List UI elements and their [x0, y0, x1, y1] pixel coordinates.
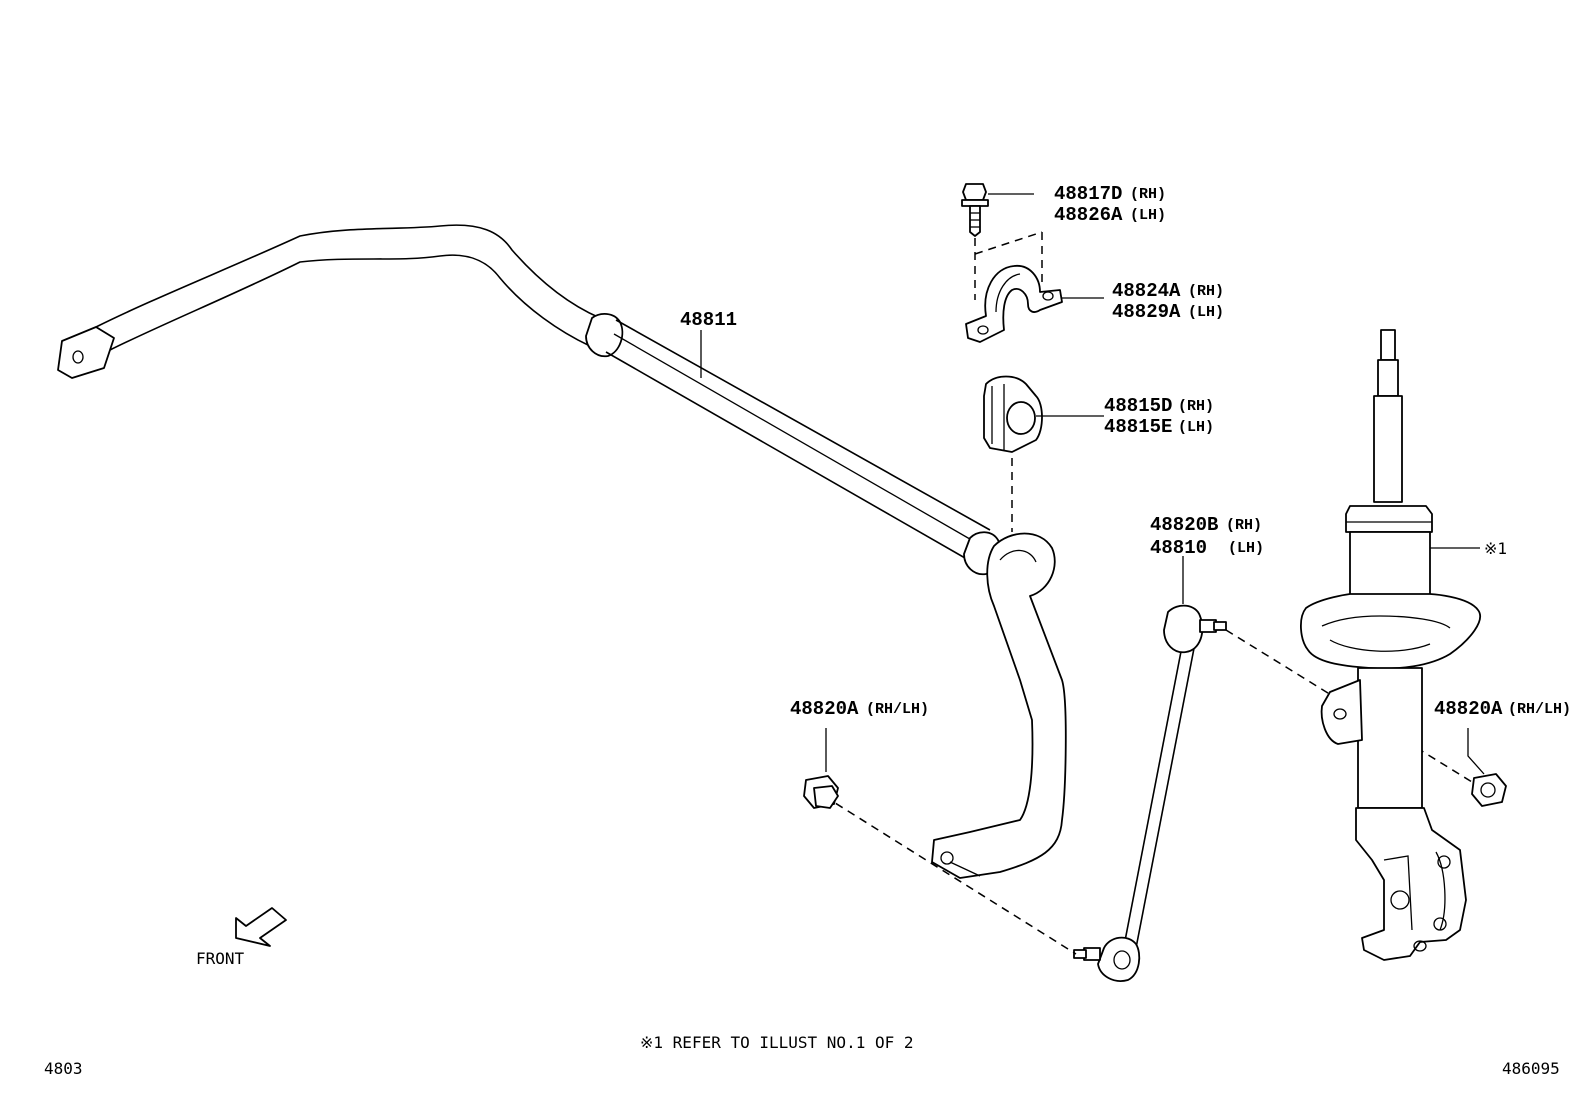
- front-label: FRONT: [196, 949, 245, 968]
- label-48820a-left-side: (RH/LH): [866, 701, 929, 718]
- bushing-48815d-48815e[interactable]: [983, 375, 1043, 453]
- label-48826a-side: (LH): [1130, 207, 1166, 224]
- label-48815d: 48815D: [1104, 395, 1172, 417]
- footer-left-code: 4803: [44, 1059, 83, 1078]
- label-48824a: 48824A: [1112, 280, 1181, 302]
- label-48820a-right: 48820A: [1434, 698, 1503, 720]
- label-48820b: 48820B: [1150, 514, 1218, 536]
- nut-48820a-left[interactable]: [803, 775, 839, 809]
- label-48811: 48811: [680, 309, 737, 331]
- label-48820a-left: 48820A: [790, 698, 859, 720]
- label-48815e-side: (LH): [1178, 419, 1214, 436]
- bracket-48824a-48829a[interactable]: [965, 265, 1063, 343]
- label-strut-ref: ※1: [1484, 539, 1507, 558]
- label-48820a-right-side: (RH/LH): [1508, 701, 1571, 718]
- label-48817d: 48817D: [1054, 183, 1122, 205]
- footer-note: ※1 REFER TO ILLUST NO.1 OF 2: [640, 1033, 914, 1052]
- label-48826a: 48826A: [1054, 204, 1123, 226]
- label-48829a-side: (LH): [1188, 304, 1224, 321]
- footer-right-code: 486095: [1502, 1059, 1560, 1078]
- label-48810: 48810: [1150, 537, 1207, 559]
- label-48820b-side: (RH): [1226, 517, 1262, 534]
- stabilizer-link-48820b-48810[interactable]: [1073, 604, 1227, 982]
- front-arrow-icon: [235, 907, 287, 947]
- label-48817d-side: (RH): [1130, 186, 1166, 203]
- label-48829a: 48829A: [1112, 301, 1181, 323]
- label-48815d-side: (RH): [1178, 398, 1214, 415]
- label-48815e: 48815E: [1104, 416, 1172, 438]
- label-48824a-side: (RH): [1188, 283, 1224, 300]
- nut-48820a-right[interactable]: [1471, 773, 1507, 807]
- label-48810-side: (LH): [1228, 540, 1264, 557]
- stabilizer-bar-48811[interactable]: [57, 224, 1067, 879]
- bolt-48817d-48826a[interactable]: [961, 183, 989, 237]
- strut-assembly[interactable]: [1300, 329, 1481, 961]
